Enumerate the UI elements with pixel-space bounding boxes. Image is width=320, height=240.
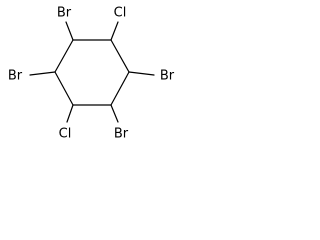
ring-bond-lower-left	[54, 71, 74, 106]
atom-label-left: Br	[8, 69, 23, 84]
bond-left-substituent	[29, 71, 56, 76]
ring-bond-upper-left	[54, 39, 74, 73]
bond-top-left-substituent	[65, 21, 74, 41]
bond-bottom-left-substituent	[66, 104, 74, 123]
ring-bond-upper-right	[110, 39, 130, 73]
atom-label-top-right: Cl	[114, 6, 127, 21]
atom-labels: Br Cl Br Br Cl Br	[8, 6, 175, 142]
bond-right-substituent	[128, 71, 155, 76]
atom-label-bottom-left: Cl	[59, 127, 72, 142]
atom-label-bottom-right: Br	[114, 127, 129, 142]
bond-top-right-substituent	[110, 21, 119, 41]
substituent-bonds	[29, 21, 155, 123]
ring-bond-lower-right	[110, 71, 130, 106]
atom-label-right: Br	[160, 69, 175, 84]
bond-bottom-right-substituent	[110, 104, 119, 123]
molecule-structure-diagram: Br Cl Br Br Cl Br	[8, 6, 175, 142]
atom-label-top-left: Br	[57, 6, 72, 21]
cyclohexane-ring	[54, 39, 130, 106]
